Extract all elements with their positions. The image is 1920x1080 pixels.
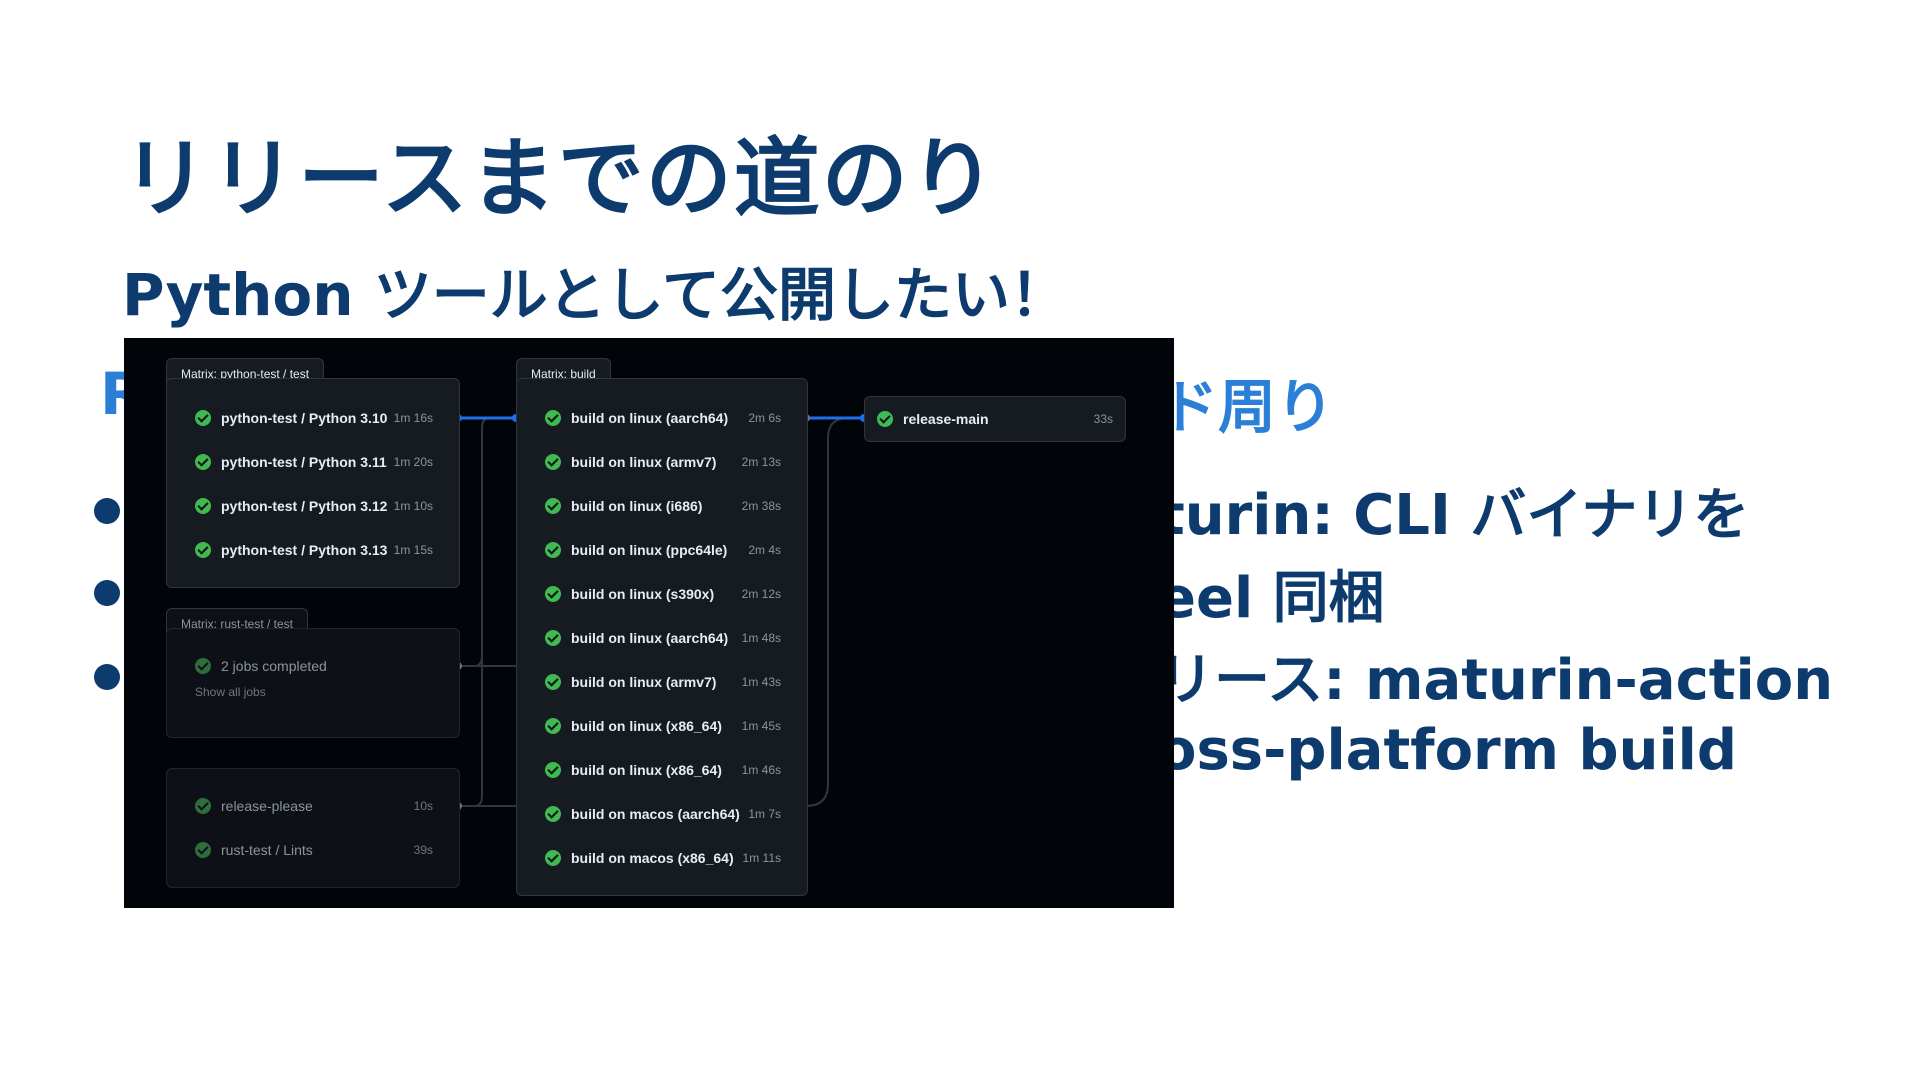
- job-duration: 2m 13s: [741, 455, 781, 469]
- job-duration: 2m 12s: [741, 587, 781, 601]
- bullet-marker: [94, 498, 120, 524]
- job-name: build on linux (aarch64): [571, 410, 729, 426]
- job-duration: 2m 4s: [748, 543, 781, 557]
- job-row[interactable]: build on linux (x86_64) 1m 45s: [545, 713, 781, 739]
- job-duration: 1m 46s: [741, 763, 781, 777]
- job-name: build on linux (ppc64le): [571, 542, 728, 558]
- bullet-text-1: turin: CLI バイナリを: [1158, 483, 1750, 548]
- job-row[interactable]: build on linux (s390x) 2m 12s: [545, 581, 781, 607]
- job-summary-row[interactable]: 2 jobs completed: [195, 653, 433, 679]
- section-heading-end: ド周り: [1160, 373, 1335, 441]
- group-python-test: python-test / Python 3.10 1m 16s python-…: [166, 378, 460, 588]
- job-name: python-test / Python 3.13: [221, 542, 388, 558]
- job-duration: 1m 43s: [741, 675, 781, 689]
- check-circle-icon: [195, 454, 211, 470]
- job-row[interactable]: python-test / Python 3.13 1m 15s: [195, 537, 433, 563]
- job-name: build on macos (aarch64): [571, 806, 740, 822]
- job-row[interactable]: build on macos (x86_64) 1m 11s: [545, 845, 781, 871]
- job-duration: 1m 20s: [393, 455, 433, 469]
- check-circle-icon: [545, 630, 561, 646]
- job-duration: 33s: [1093, 412, 1113, 426]
- check-circle-icon: [545, 674, 561, 690]
- job-row[interactable]: build on linux (armv7) 1m 43s: [545, 669, 781, 695]
- check-circle-icon: [545, 586, 561, 602]
- job-name: build on linux (armv7): [571, 454, 717, 470]
- job-name: python-test / Python 3.12: [221, 498, 388, 514]
- job-row[interactable]: rust-test / Lints 39s: [195, 837, 433, 863]
- check-circle-icon: [545, 718, 561, 734]
- group-misc-jobs: release-please 10s rust-test / Lints 39s: [166, 768, 460, 888]
- bullet-marker: [94, 580, 120, 606]
- job-name: release-main: [903, 411, 989, 427]
- job-name: build on linux (aarch64): [571, 630, 729, 646]
- job-duration: 1m 11s: [742, 851, 781, 865]
- job-row[interactable]: python-test / Python 3.10 1m 16s: [195, 405, 433, 431]
- job-duration: 39s: [413, 843, 433, 857]
- job-row[interactable]: release-please 10s: [195, 793, 433, 819]
- check-circle-icon: [195, 498, 211, 514]
- check-circle-icon: [195, 410, 211, 426]
- group-build: build on linux (aarch64) 2m 6s build on …: [516, 378, 808, 896]
- job-name: python-test / Python 3.10: [221, 410, 388, 426]
- job-row[interactable]: build on macos (aarch64) 1m 7s: [545, 801, 781, 827]
- check-circle-icon: [545, 410, 561, 426]
- check-circle-icon: [545, 806, 561, 822]
- job-duration: 1m 16s: [393, 411, 433, 425]
- check-circle-icon: [545, 542, 561, 558]
- check-circle-icon: [195, 798, 211, 814]
- job-name: rust-test / Lints: [221, 842, 313, 858]
- bullet-marker: [94, 664, 120, 690]
- job-name: build on linux (x86_64): [571, 718, 722, 734]
- job-row[interactable]: build on linux (armv7) 2m 13s: [545, 449, 781, 475]
- job-name: python-test / Python 3.11: [221, 454, 387, 470]
- job-row[interactable]: python-test / Python 3.12 1m 10s: [195, 493, 433, 519]
- job-duration: 1m 45s: [741, 719, 781, 733]
- bullet-text-3: リース: maturin-action: [1158, 648, 1834, 713]
- job-duration: 1m 10s: [393, 499, 433, 513]
- job-row[interactable]: build on linux (ppc64le) 2m 4s: [545, 537, 781, 563]
- check-circle-icon: [195, 842, 211, 858]
- job-duration: 10s: [413, 799, 433, 813]
- job-duration: 2m 6s: [748, 411, 781, 425]
- group-rust-test: 2 jobs completed Show all jobs: [166, 628, 460, 738]
- check-circle-icon: [195, 542, 211, 558]
- check-circle-icon: [545, 454, 561, 470]
- job-row[interactable]: build on linux (x86_64) 1m 46s: [545, 757, 781, 783]
- bullet-text-2: eel 同梱: [1158, 566, 1385, 631]
- show-all-jobs-link[interactable]: Show all jobs: [195, 685, 266, 699]
- slide-subtitle: Python ツールとして公開したい！: [122, 261, 1069, 329]
- job-duration: 1m 7s: [748, 807, 781, 821]
- check-circle-icon: [545, 762, 561, 778]
- job-row[interactable]: python-test / Python 3.11 1m 20s: [195, 449, 433, 475]
- group-release-main: release-main 33s: [864, 396, 1126, 442]
- slide-title: リリースまでの道のり: [122, 129, 998, 229]
- job-row[interactable]: build on linux (i686) 2m 38s: [545, 493, 781, 519]
- job-duration: 1m 48s: [741, 631, 781, 645]
- job-name: build on linux (x86_64): [571, 762, 722, 778]
- jobs-summary: 2 jobs completed: [221, 658, 327, 674]
- job-row[interactable]: build on linux (aarch64) 1m 48s: [545, 625, 781, 651]
- job-row-release-main[interactable]: release-main 33s: [877, 406, 1113, 432]
- check-circle-icon: [877, 411, 893, 427]
- job-name: build on linux (s390x): [571, 586, 715, 602]
- job-name: build on macos (x86_64): [571, 850, 734, 866]
- ci-workflow-graph: Matrix: python-test / test python-test /…: [124, 338, 1174, 908]
- job-duration: 1m 15s: [393, 543, 433, 557]
- bullet-text-4: oss-platform build: [1158, 718, 1737, 783]
- check-circle-icon: [545, 498, 561, 514]
- job-row[interactable]: build on linux (aarch64) 2m 6s: [545, 405, 781, 431]
- check-circle-icon: [195, 658, 211, 674]
- job-name: build on linux (i686): [571, 498, 703, 514]
- job-name: build on linux (armv7): [571, 674, 717, 690]
- check-circle-icon: [545, 850, 561, 866]
- job-name: release-please: [221, 798, 313, 814]
- job-duration: 2m 38s: [741, 499, 781, 513]
